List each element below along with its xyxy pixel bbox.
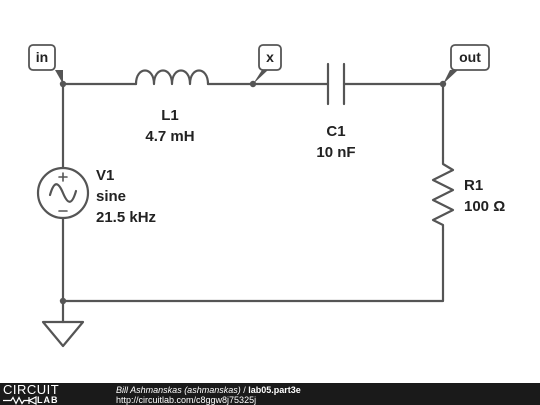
node-in-text: in bbox=[36, 49, 48, 65]
footer-credit: Bill Ashmanskas (ashmanskas) / lab05.par… bbox=[116, 385, 301, 395]
inductor-l1 bbox=[134, 69, 210, 86]
r1-name: R1 bbox=[464, 177, 483, 194]
node-label-x: x bbox=[253, 44, 282, 84]
node-label-in: in bbox=[28, 44, 63, 84]
footer-author[interactable]: Bill Ashmanskas (ashmanskas) bbox=[116, 385, 241, 395]
l1-value: 4.7 mH bbox=[145, 128, 194, 145]
voltage-source-v1 bbox=[36, 166, 90, 220]
logo-circuit-text: CIRCUIT bbox=[3, 382, 60, 397]
capacitor-c1 bbox=[326, 62, 346, 106]
c1-name: C1 bbox=[326, 123, 345, 140]
l1-name: L1 bbox=[161, 107, 179, 124]
node-x-text: x bbox=[266, 49, 274, 65]
node-label-out: out bbox=[443, 44, 490, 84]
circuit-schematic: in x out L1 4.7 mH C1 10 nF R1 100 Ω V1 … bbox=[28, 44, 505, 348]
v1-name: V1 bbox=[96, 167, 114, 184]
footer-title[interactable]: lab05.part3e bbox=[248, 385, 301, 395]
r1-value: 100 Ω bbox=[464, 198, 505, 215]
circuitlab-logo[interactable]: CIRCUIT LAB bbox=[3, 383, 95, 405]
v1-frequency: 21.5 kHz bbox=[96, 209, 156, 226]
footer-separator: / bbox=[240, 385, 249, 395]
footer-url[interactable]: http://circuitlab.com/c8ggw8j75325j bbox=[116, 395, 257, 405]
resistor-r1 bbox=[431, 156, 455, 232]
c1-value: 10 nF bbox=[316, 144, 355, 161]
v1-type: sine bbox=[96, 188, 126, 205]
wire-r1-to-ground bbox=[61, 228, 445, 303]
logo-resistor-icon bbox=[3, 396, 37, 405]
logo-lab-text: LAB bbox=[37, 395, 59, 405]
junction-ground bbox=[59, 297, 67, 305]
footer-bar: CIRCUIT LAB Bill Ashmanskas (ashmanskas)… bbox=[0, 383, 540, 405]
ground-symbol bbox=[41, 320, 85, 348]
node-out-text: out bbox=[459, 49, 481, 65]
